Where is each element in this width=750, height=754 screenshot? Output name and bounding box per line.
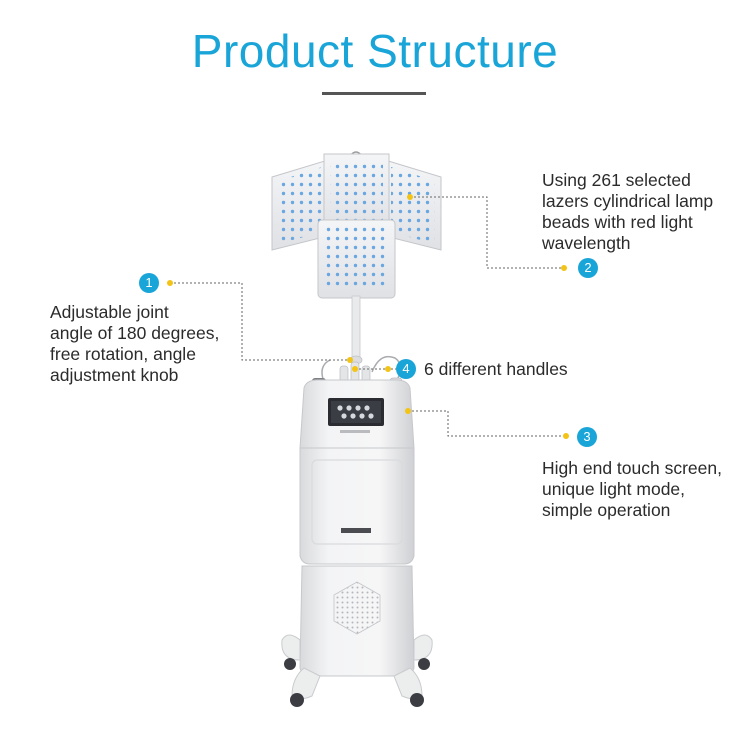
callout-line: free rotation, angle xyxy=(50,344,196,364)
title-underline xyxy=(322,92,426,95)
leader-line-2 xyxy=(410,196,564,269)
marker-dot-4b xyxy=(385,366,391,372)
leader-line-3 xyxy=(408,410,566,437)
brand-plate xyxy=(341,528,371,533)
speaker-grille xyxy=(333,581,381,635)
callout-line: lazers cylindrical lamp xyxy=(542,191,714,211)
callout-badge-4: 4 xyxy=(396,359,416,379)
callout-line: High end touch screen, xyxy=(542,458,722,478)
cabinet-upper xyxy=(299,447,415,565)
marker-dot-4a xyxy=(352,366,358,372)
page-title: Product Structure xyxy=(191,25,559,77)
callout-line: simple operation xyxy=(542,500,671,520)
marker-dot-1a xyxy=(167,280,173,286)
callout-line: beads with red light xyxy=(542,212,693,232)
touch-screen xyxy=(328,398,384,426)
led-panel-front xyxy=(317,219,396,299)
marker-dot-2a xyxy=(407,194,413,200)
callout-badge-2: 2 xyxy=(578,258,598,278)
callout-text-1: Adjustable joint angle of 180 degrees, f… xyxy=(50,302,219,386)
wheel-base xyxy=(281,634,433,707)
marker-dot-3b xyxy=(563,433,569,439)
marker-dot-2b xyxy=(561,265,567,271)
model-label-mark xyxy=(340,430,370,433)
leader-line-1 xyxy=(174,282,350,361)
callout-line: unique light mode, xyxy=(542,479,686,499)
callout-badge-1: 1 xyxy=(139,273,159,293)
marker-dot-1b xyxy=(347,357,353,363)
led-panel-left xyxy=(271,159,329,251)
callout-text-3: High end touch screen, unique light mode… xyxy=(542,458,722,521)
callout-line: 6 different handles xyxy=(424,359,568,379)
callout-text-2: Using 261 selected lazers cylindrical la… xyxy=(542,170,713,254)
callout-line: Adjustable joint xyxy=(50,302,169,322)
callout-line: adjustment knob xyxy=(50,365,179,385)
callout-line: wavelength xyxy=(542,233,631,253)
marker-dot-3a xyxy=(405,408,411,414)
callout-line: Using 261 selected xyxy=(542,170,691,190)
led-panel-top xyxy=(323,153,390,231)
callout-text-4: 6 different handles xyxy=(424,359,568,380)
callout-line: angle of 180 degrees, xyxy=(50,323,220,343)
callout-badge-3: 3 xyxy=(577,427,597,447)
